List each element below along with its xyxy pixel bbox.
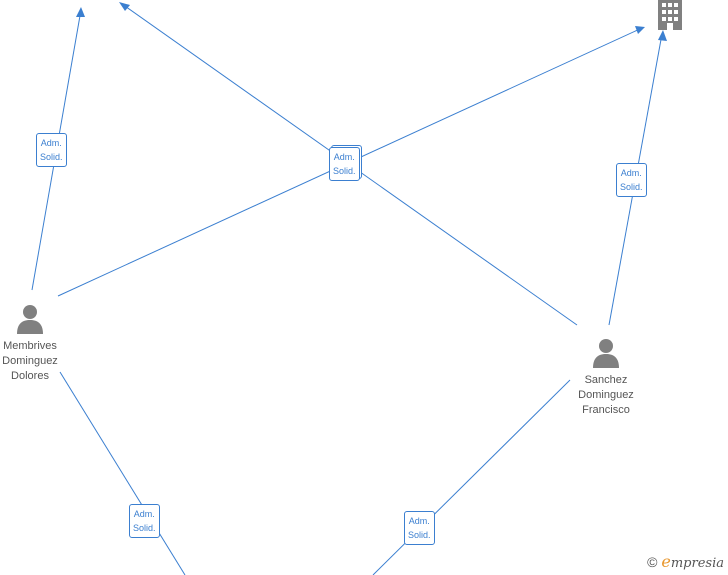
role-label-center: Adm. Solid. xyxy=(329,147,360,181)
role-label-line2: Solid. xyxy=(620,182,643,192)
person-icon xyxy=(593,339,619,368)
person-name: Sanchez Dominguez Francisco xyxy=(566,373,646,418)
role-label-membrives-top: Adm. Solid. xyxy=(36,133,67,167)
role-label-membrives-bottom: Adm. Solid. xyxy=(129,504,160,538)
person-name-line: Dolores xyxy=(11,370,49,382)
edge-membrives-bottom xyxy=(59,371,186,575)
role-label-sanchez-company: Adm. Solid. xyxy=(616,163,647,197)
edges xyxy=(31,3,663,575)
role-label-line1: Adm. xyxy=(133,509,155,519)
person-name: Membrives Dominguez Dolores xyxy=(0,339,70,384)
brand-watermark: ©empresia xyxy=(647,552,724,571)
person-name-line: Francisco xyxy=(582,404,630,416)
arrowhead-top-left-a xyxy=(76,7,85,17)
person-node-sanchez[interactable]: Sanchez Dominguez Francisco xyxy=(566,337,646,418)
role-label-sanchez-bottom: Adm. Solid. xyxy=(404,511,435,545)
role-label-line1: Adm. xyxy=(408,516,430,526)
brand-logo-initial: e xyxy=(661,552,671,571)
arrowhead-top-left-b xyxy=(119,2,130,11)
person-node-membrives[interactable]: Membrives Dominguez Dolores xyxy=(0,303,70,384)
person-name-line: Dominguez xyxy=(2,355,58,367)
role-label-line2: Solid. xyxy=(333,166,356,176)
person-name-line: Membrives xyxy=(3,340,57,352)
role-label-line1: Adm. xyxy=(333,152,355,162)
person-name-line: Sanchez xyxy=(584,374,628,386)
role-label-line1: Adm. xyxy=(620,168,642,178)
role-label-line2: Solid. xyxy=(133,523,156,533)
arrowhead-company-a xyxy=(635,26,645,34)
company-node[interactable] xyxy=(655,0,685,35)
role-label-line2: Solid. xyxy=(408,530,431,540)
building-icon xyxy=(658,0,682,30)
role-label-line2: Solid. xyxy=(40,152,63,162)
person-name-line: Dominguez xyxy=(578,389,634,401)
brand-logo-text: mpresia xyxy=(670,556,724,571)
copyright-symbol: © xyxy=(647,554,658,570)
edge-sanchez-bottom xyxy=(372,379,571,575)
arrowheads xyxy=(76,2,667,41)
role-label-line1: Adm. xyxy=(40,138,62,148)
person-icon xyxy=(17,305,43,334)
arrowhead-company-b xyxy=(658,30,667,41)
